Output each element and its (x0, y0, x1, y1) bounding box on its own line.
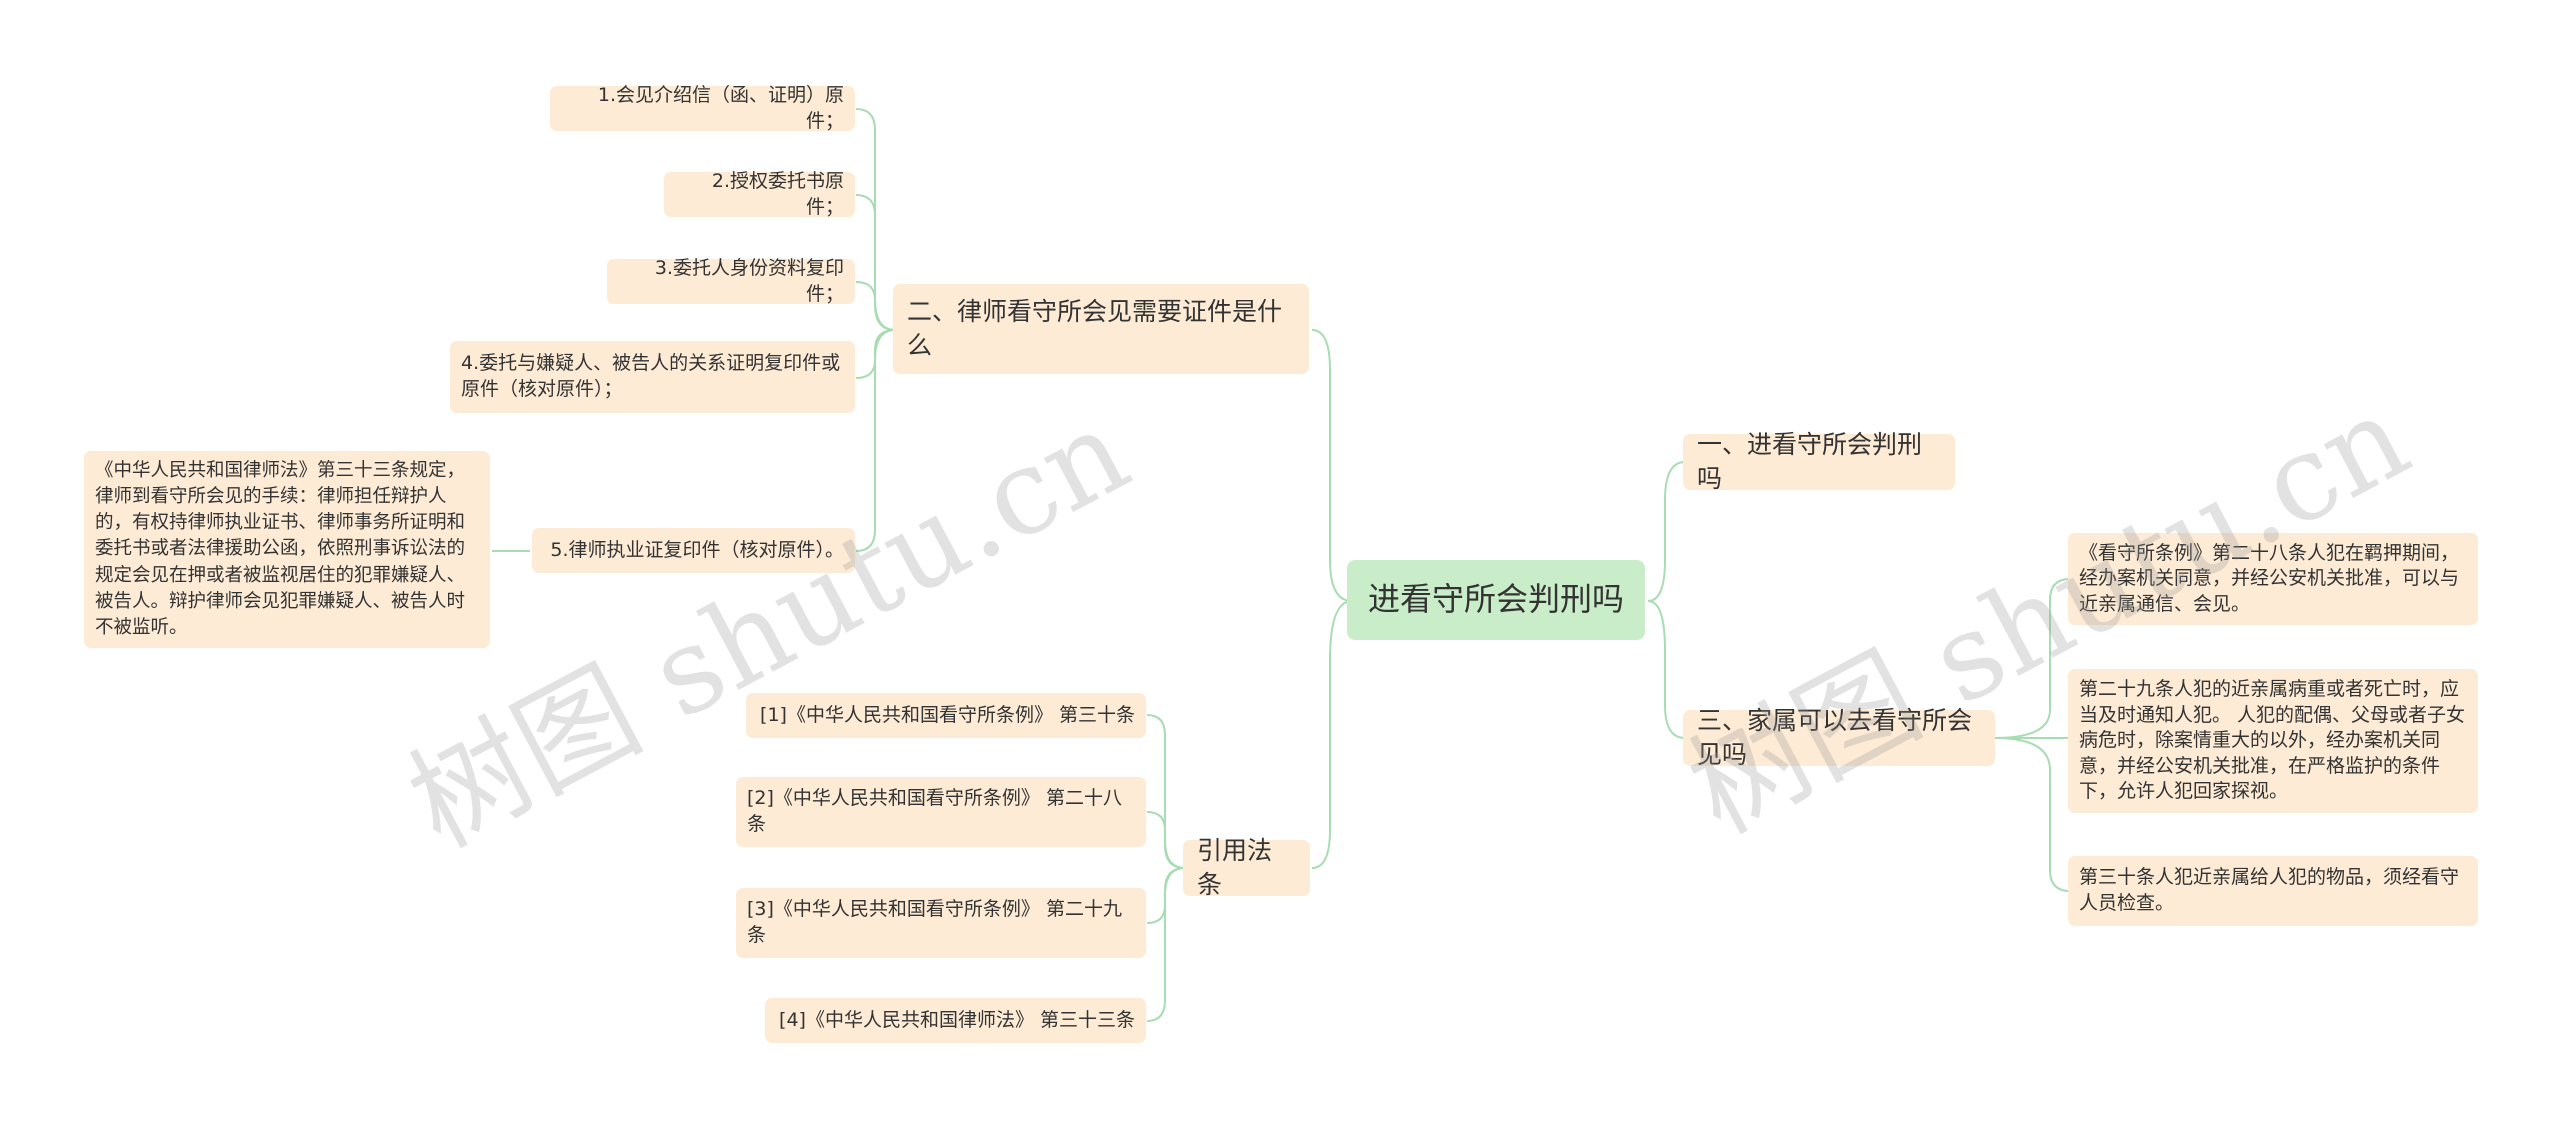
list-item-ref-2[interactable]: [2]《中华人民共和国看守所条例》 第二十八条 (736, 777, 1146, 847)
list-item-doc-1[interactable]: 1.会见介绍信（函、证明）原件； (550, 84, 855, 132)
branch-will-be-sentenced[interactable]: 一、进看守所会判刑吗 (1683, 430, 1955, 493)
list-item-family-1[interactable]: 《看守所条例》第二十八条人犯在羁押期间，经办案机关同意，并经公安机关批准，可以与… (2068, 533, 2478, 625)
list-item-ref-3[interactable]: [3]《中华人民共和国看守所条例》 第二十九条 (736, 888, 1146, 958)
branch-family-visit[interactable]: 三、家属可以去看守所会见吗 (1683, 706, 1995, 769)
root-topic-label: 进看守所会判刑吗 (1367, 580, 1624, 619)
list-item-family-2[interactable]: 第二十九条人犯的近亲属病重或者死亡时，应当及时通知人犯。 人犯的配偶、父母或者子… (2068, 669, 2478, 813)
note-lawyer-law-art33[interactable]: 《中华人民共和国律师法》第三十三条规定，律师到看守所会见的手续：律师担任辩护人的… (84, 451, 490, 648)
list-item-doc-3[interactable]: 3.委托人身份资料复印件； (607, 257, 855, 305)
branch-lawyer-documents[interactable]: 二、律师看守所会见需要证件是什么 (893, 284, 1309, 374)
root-topic[interactable]: 进看守所会判刑吗 (1347, 560, 1645, 640)
list-item-doc-2[interactable]: 2.授权委托书原件； (664, 170, 855, 218)
list-item-doc-4[interactable]: 4.委托与嫌疑人、被告人的关系证明复印件或原件（核对原件）； (450, 341, 855, 413)
branch-lawyer-documents-label: 二、律师看守所会见需要证件是什么 (907, 297, 1283, 360)
list-item-ref-1[interactable]: [1]《中华人民共和国看守所条例》 第三十条 (746, 693, 1146, 738)
list-item-family-3[interactable]: 第三十条人犯近亲属给人犯的物品，须经看守人员检查。 (2068, 856, 2478, 926)
list-item-ref-4[interactable]: [4]《中华人民共和国律师法》 第三十三条 (765, 998, 1146, 1043)
list-item-doc-5[interactable]: 5.律师执业证复印件（核对原件）。 (532, 528, 855, 573)
branch-cited-laws[interactable]: 引用法条 (1183, 836, 1310, 899)
